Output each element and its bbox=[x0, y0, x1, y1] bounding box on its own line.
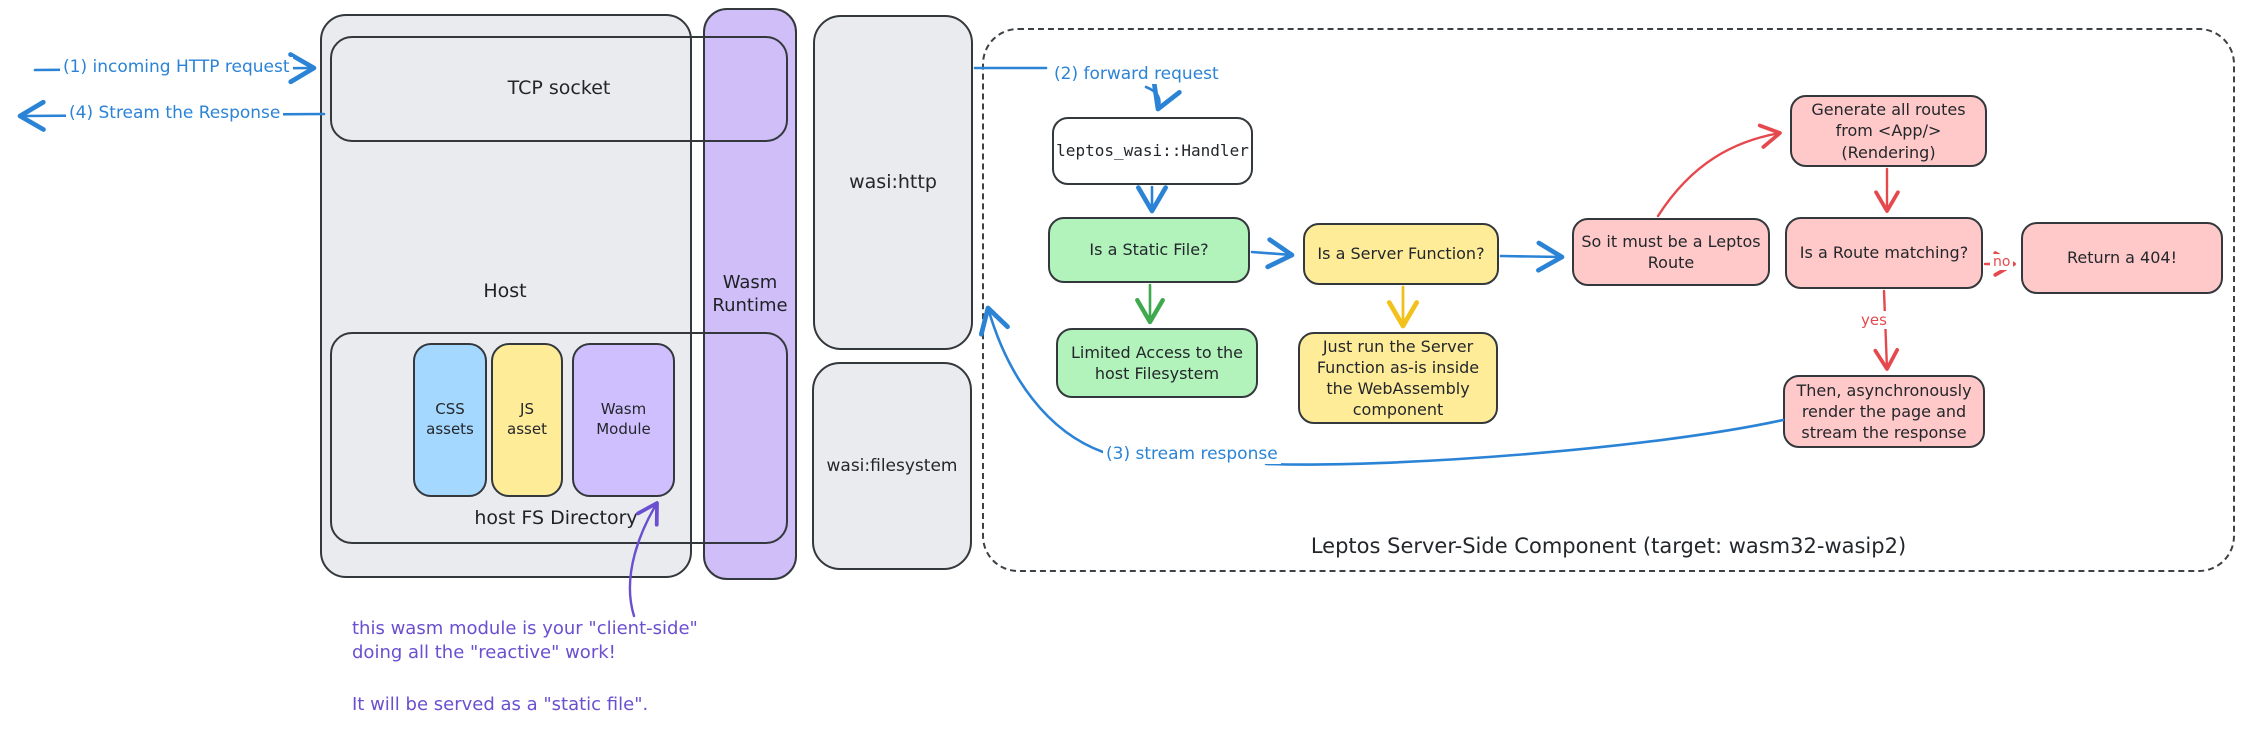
wasm-module-note: this wasm module is your "client-side" d… bbox=[352, 618, 698, 664]
then-render-node: Then, asynchronously render the page and… bbox=[1783, 375, 1985, 448]
leptos-component-container bbox=[982, 28, 2235, 572]
stream-response-label: (3) stream response bbox=[1103, 444, 1281, 464]
generate-routes-node: Generate all routes from <App/> (Renderi… bbox=[1790, 95, 1987, 167]
no-label: no bbox=[1990, 254, 2014, 270]
host-label: Host bbox=[483, 280, 527, 302]
handler-node: leptos_wasi::Handler bbox=[1052, 117, 1253, 185]
css-assets-box: CSS assets bbox=[413, 343, 487, 497]
host-fs-directory-box bbox=[330, 332, 788, 544]
leptos-component-caption: Leptos Server-Side Component (target: wa… bbox=[1310, 534, 1907, 558]
wasi-filesystem-box: wasi:filesystem bbox=[812, 362, 972, 570]
stream-response-out-label: (4) Stream the Response bbox=[66, 103, 284, 123]
forward-request-label: (2) forward request bbox=[1051, 64, 1222, 84]
leptos-route-node: So it must be a Leptos Route bbox=[1572, 218, 1770, 286]
host-fs-directory-label: host FS Directory bbox=[474, 507, 638, 529]
route-matching-node: Is a Route matching? bbox=[1785, 217, 1983, 289]
wasm-runtime-container bbox=[703, 8, 797, 580]
wasm-module-box: Wasm Module bbox=[572, 343, 675, 497]
incoming-request-label: (1) incoming HTTP request bbox=[60, 57, 293, 77]
static-file-node: Is a Static File? bbox=[1048, 217, 1250, 283]
wasi-http-box: wasi:http bbox=[813, 15, 973, 350]
js-asset-box: JS asset bbox=[491, 343, 563, 497]
run-server-function-node: Just run the Server Function as-is insid… bbox=[1298, 332, 1498, 424]
yes-label: yes bbox=[1858, 311, 1890, 329]
tcp-socket-box: TCP socket bbox=[330, 36, 788, 142]
wasm-module-note-2: It will be served as a "static file". bbox=[352, 694, 649, 715]
return-404-node: Return a 404! bbox=[2021, 222, 2223, 294]
server-function-node: Is a Server Function? bbox=[1303, 223, 1499, 285]
limited-access-node: Limited Access to the host Filesystem bbox=[1056, 328, 1258, 398]
wasm-runtime-label: Wasm Runtime bbox=[712, 272, 788, 316]
